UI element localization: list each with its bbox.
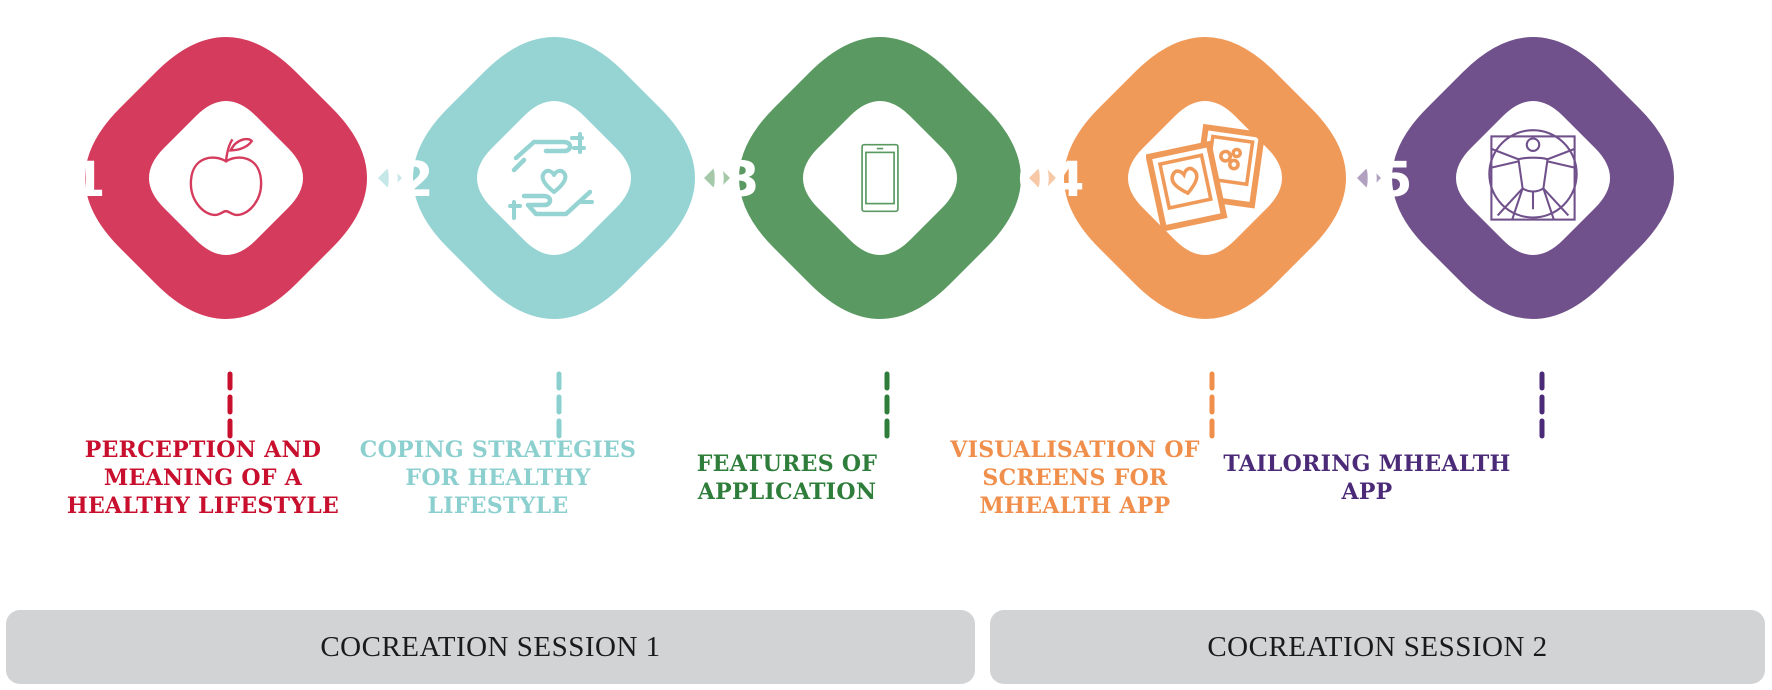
step-1-inner (149, 101, 303, 255)
session-1-label: COCREATION SESSION 1 (320, 630, 661, 663)
step-1-title: PERCEPTION AND MEANING OF A HEALTHY LIFE… (66, 437, 340, 519)
step-5-number: 05 (1346, 152, 1413, 208)
overlap-4 (1357, 166, 1381, 190)
session-2-label: COCREATION SESSION 2 (1207, 630, 1548, 663)
step-3-number: 03 (693, 152, 760, 208)
step-4-title: VISUALISATION OF SCREENS FOR MHEALTH APP (950, 437, 1200, 519)
overlap-2 (704, 165, 730, 191)
step-5-title: TAILORING MHEALTH APP (1223, 451, 1511, 505)
step-3-title: FEATURES OF APPLICATION (696, 451, 878, 505)
step-1-number: 01 (39, 152, 106, 208)
session-1-bar: COCREATION SESSION 1 (6, 610, 975, 684)
step-2-number: 02 (367, 152, 434, 208)
step-2-title: COPING STRATEGIES FOR HEALTHY LIFESTYLE (359, 437, 637, 519)
step-3-inner (803, 101, 957, 255)
step-4-number: 04 (1018, 152, 1085, 208)
overlap-1 (378, 166, 402, 190)
session-2-bar: COCREATION SESSION 2 (990, 610, 1765, 684)
overlap-3 (1029, 164, 1056, 192)
step-5-inner (1456, 101, 1610, 255)
